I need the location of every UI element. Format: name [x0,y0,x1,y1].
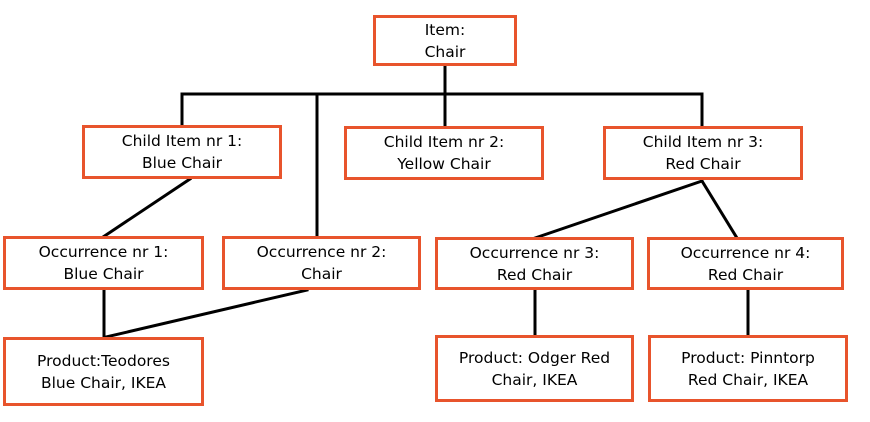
node-occurrence-1-line1: Occurrence nr 1: [38,243,169,261]
node-occurrence-2-line1: Occurrence nr 2: [256,243,387,261]
edge-child3-occ3-line [533,179,704,240]
node-occurrence-3-line1: Occurrence nr 3: [469,243,600,262]
node-product-odger: Product: Odger Red Chair, IKEA [435,335,634,402]
node-item-chair: Item: Chair [373,15,517,66]
node-occurrence-3-line2: Red Chair [496,265,573,284]
node-item-chair-line2: Chair [424,42,466,61]
node-child-item-1: Child Item nr 1: Blue Chair [82,125,282,179]
edge-child1-occ1-line [100,176,193,240]
node-product-teodores: Product:Teodores Blue Chair, IKEA [3,337,204,406]
edge-child3-occ4-line [699,178,740,241]
node-child-item-3-line2: Red Chair [665,155,741,173]
edge-occ2-prod1-line [104,288,309,339]
node-child-item-2-line2: Yellow Chair [397,155,491,173]
node-product-pinntorp: Product: Pinntorp Red Chair, IKEA [648,335,848,402]
node-occurrence-2-line2: Chair [301,265,342,283]
node-occurrence-3: Occurrence nr 3: Red Chair [435,237,634,290]
node-product-odger-line2: Chair, IKEA [491,370,578,389]
node-child-item-2: Child Item nr 2: Yellow Chair [344,126,544,180]
node-product-teodores-line2: Blue Chair, IKEA [40,373,167,392]
node-child-item-1-line2: Blue Chair [141,154,223,172]
node-product-odger-line1: Product: Odger Red [458,348,611,367]
node-occurrence-1-line2: Blue Chair [63,265,144,283]
node-product-teodores-line1: Product:Teodores [37,351,170,370]
node-product-pinntorp-line2: Red Chair, IKEA [687,370,809,389]
node-child-item-3: Child Item nr 3: Red Chair [603,126,803,180]
node-occurrence-4-line2: Red Chair [707,265,784,284]
node-occurrence-1: Occurrence nr 1: Blue Chair [3,236,204,290]
node-occurrence-2: Occurrence nr 2: Chair [222,236,421,290]
node-item-chair-line1: Item: [424,20,466,39]
node-child-item-2-line1: Child Item nr 2: [383,133,505,151]
node-occurrence-4-line1: Occurrence nr 4: [680,243,811,262]
node-child-item-3-line1: Child Item nr 3: [642,133,764,151]
node-occurrence-4: Occurrence nr 4: Red Chair [647,237,844,290]
node-child-item-1-line1: Child Item nr 1: [121,132,243,150]
node-product-pinntorp-line1: Product: Pinntorp [681,348,815,367]
